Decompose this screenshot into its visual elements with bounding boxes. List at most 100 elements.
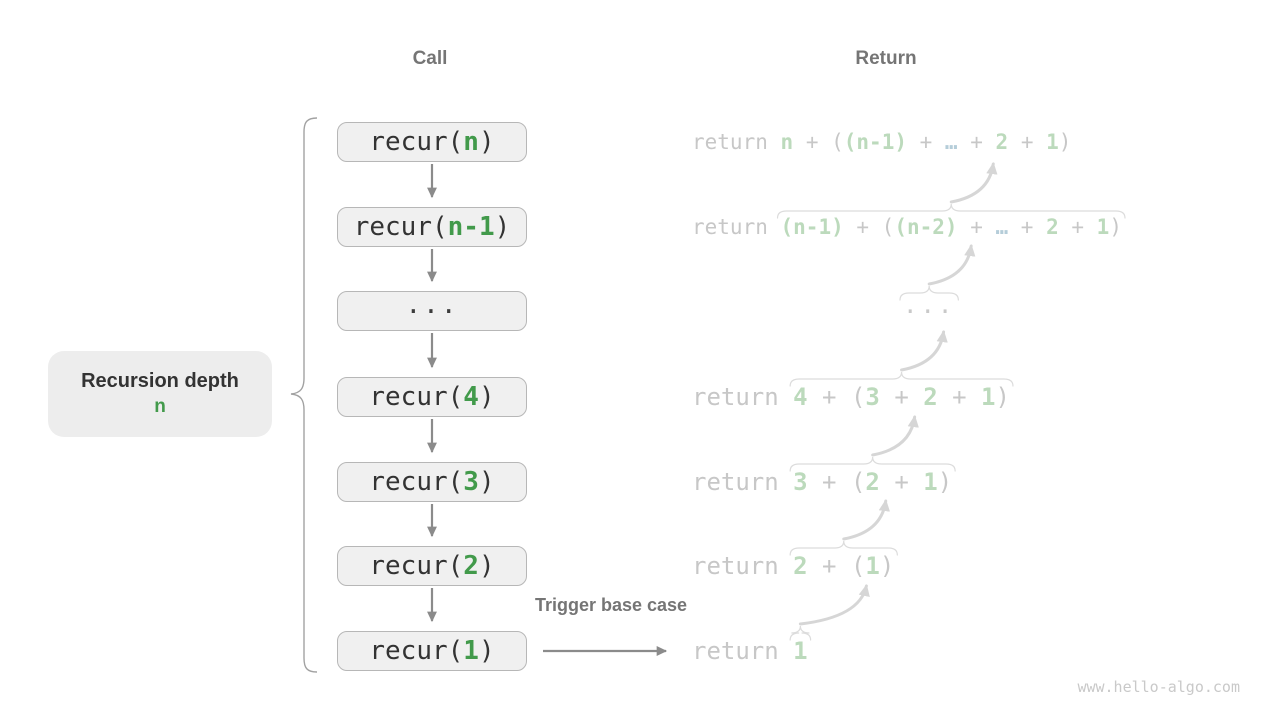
return-token: (: [850, 468, 866, 496]
return-token: return: [692, 383, 794, 411]
return-token: 2: [793, 552, 808, 580]
call-box: recur(n-1): [337, 207, 527, 247]
call-box-token: ): [494, 212, 511, 242]
return-token: 1: [1046, 130, 1059, 154]
return-token: +: [807, 383, 851, 411]
return-curve-arrow-icon: [798, 584, 870, 626]
return-row: return n + ((n-1) + … + 2 + 1): [692, 122, 1071, 162]
call-box-token: 4: [463, 382, 479, 412]
call-box-token: 3: [463, 467, 479, 497]
call-box-token: n-1: [447, 212, 495, 242]
return-token: 2: [995, 130, 1009, 154]
call-box-token: recur(: [353, 212, 448, 242]
return-token: (: [850, 383, 866, 411]
trigger-base-case-label: Trigger base case: [534, 595, 688, 615]
return-token: +: [879, 468, 924, 496]
return-row: return 1: [692, 631, 808, 671]
return-expression: 2 + (1): [793, 552, 894, 580]
return-token: 3: [793, 468, 808, 496]
return-token: 1: [923, 468, 938, 496]
return-expression: n + ((n-1) + … + 2 + 1): [781, 130, 1072, 154]
return-token: 2: [923, 383, 938, 411]
return-row: ...: [903, 291, 955, 331]
return-token: +: [1058, 215, 1097, 239]
return-curve-arrow-icon: [900, 330, 948, 372]
return-token: 1: [1096, 215, 1110, 239]
call-box-token: 1: [463, 636, 479, 666]
call-box-token: ): [478, 382, 495, 412]
return-token: +: [807, 468, 851, 496]
return-token: (: [850, 552, 866, 580]
return-row: return 3 + (2 + 1): [692, 462, 952, 502]
return-token: +: [879, 383, 924, 411]
return-expression: 3 + (2 + 1): [793, 468, 952, 496]
recursion-depth-value: n: [154, 395, 166, 417]
return-token: +: [937, 383, 982, 411]
call-box-token: ): [478, 551, 495, 581]
recursion-depth-label: Recursion depth n: [48, 351, 272, 437]
return-token: ): [1109, 215, 1122, 239]
call-box-token: recur(: [369, 467, 464, 497]
return-token: 1: [865, 552, 880, 580]
return-expression: 4 + (3 + 2 + 1): [793, 383, 1010, 411]
return-token: +: [957, 130, 996, 154]
return-curve-arrow-icon: [842, 499, 891, 541]
call-box-token: n: [463, 127, 479, 157]
return-token: 1: [981, 383, 996, 411]
return-token: return: [692, 637, 794, 665]
return-token: …: [995, 215, 1009, 239]
return-token: return: [692, 130, 781, 154]
return-token: (n-1): [843, 130, 907, 154]
return-token: 2: [1046, 215, 1059, 239]
return-token: ): [937, 468, 953, 496]
recursion-depth-title: Recursion depth: [81, 369, 239, 392]
return-token: +: [1008, 130, 1047, 154]
return-row: return 4 + (3 + 2 + 1): [692, 377, 1010, 417]
return-token: (: [831, 130, 844, 154]
call-box-token: recur(: [369, 551, 464, 581]
call-box-token: ): [478, 467, 495, 497]
return-token: +: [1008, 215, 1047, 239]
call-box-token: recur(: [369, 127, 464, 157]
return-token: return: [692, 468, 794, 496]
call-box: recur(4): [337, 377, 527, 417]
call-box-token: ): [478, 127, 495, 157]
return-token: 1: [793, 637, 808, 665]
return-row: return (n-1) + ((n-2) + … + 2 + 1): [692, 207, 1122, 247]
return-token: +: [793, 130, 832, 154]
return-token: (: [881, 215, 895, 239]
return-token: 4: [793, 383, 808, 411]
return-token: return: [692, 552, 794, 580]
return-column-header: Return: [855, 48, 917, 69]
return-token: n: [780, 130, 794, 154]
return-token: 2: [865, 468, 880, 496]
return-token: ): [879, 552, 895, 580]
return-expression: (n-1) + ((n-2) + … + 2 + 1): [781, 215, 1122, 239]
return-token: ): [1058, 130, 1072, 154]
return-token: +: [957, 215, 996, 239]
call-column-header: Call: [412, 48, 448, 69]
call-box: recur(1): [337, 631, 527, 671]
return-token: …: [944, 130, 958, 154]
return-curve-arrow-icon: [871, 415, 919, 457]
return-token: return: [692, 215, 781, 239]
return-token: 3: [865, 383, 880, 411]
return-token: +: [807, 552, 851, 580]
call-box: ...: [337, 290, 527, 331]
call-box: recur(3): [337, 462, 527, 502]
return-token: ): [995, 383, 1010, 411]
return-row: return 2 + (1): [692, 546, 894, 586]
call-box-token: recur(: [369, 382, 464, 412]
return-token: +: [906, 130, 945, 154]
return-token: ...: [903, 291, 956, 319]
call-box: recur(2): [337, 546, 527, 586]
return-token: (n-1): [780, 215, 844, 239]
return-token: +: [843, 215, 882, 239]
call-box: recur(n): [337, 122, 527, 162]
watermark-text: www.hello-algo.com: [1077, 678, 1240, 696]
return-token: (n-2): [894, 215, 958, 239]
return-curve-arrow-icon: [927, 244, 976, 286]
recursion-depth-brace: [290, 117, 318, 673]
return-curve-arrow-icon: [949, 162, 998, 204]
